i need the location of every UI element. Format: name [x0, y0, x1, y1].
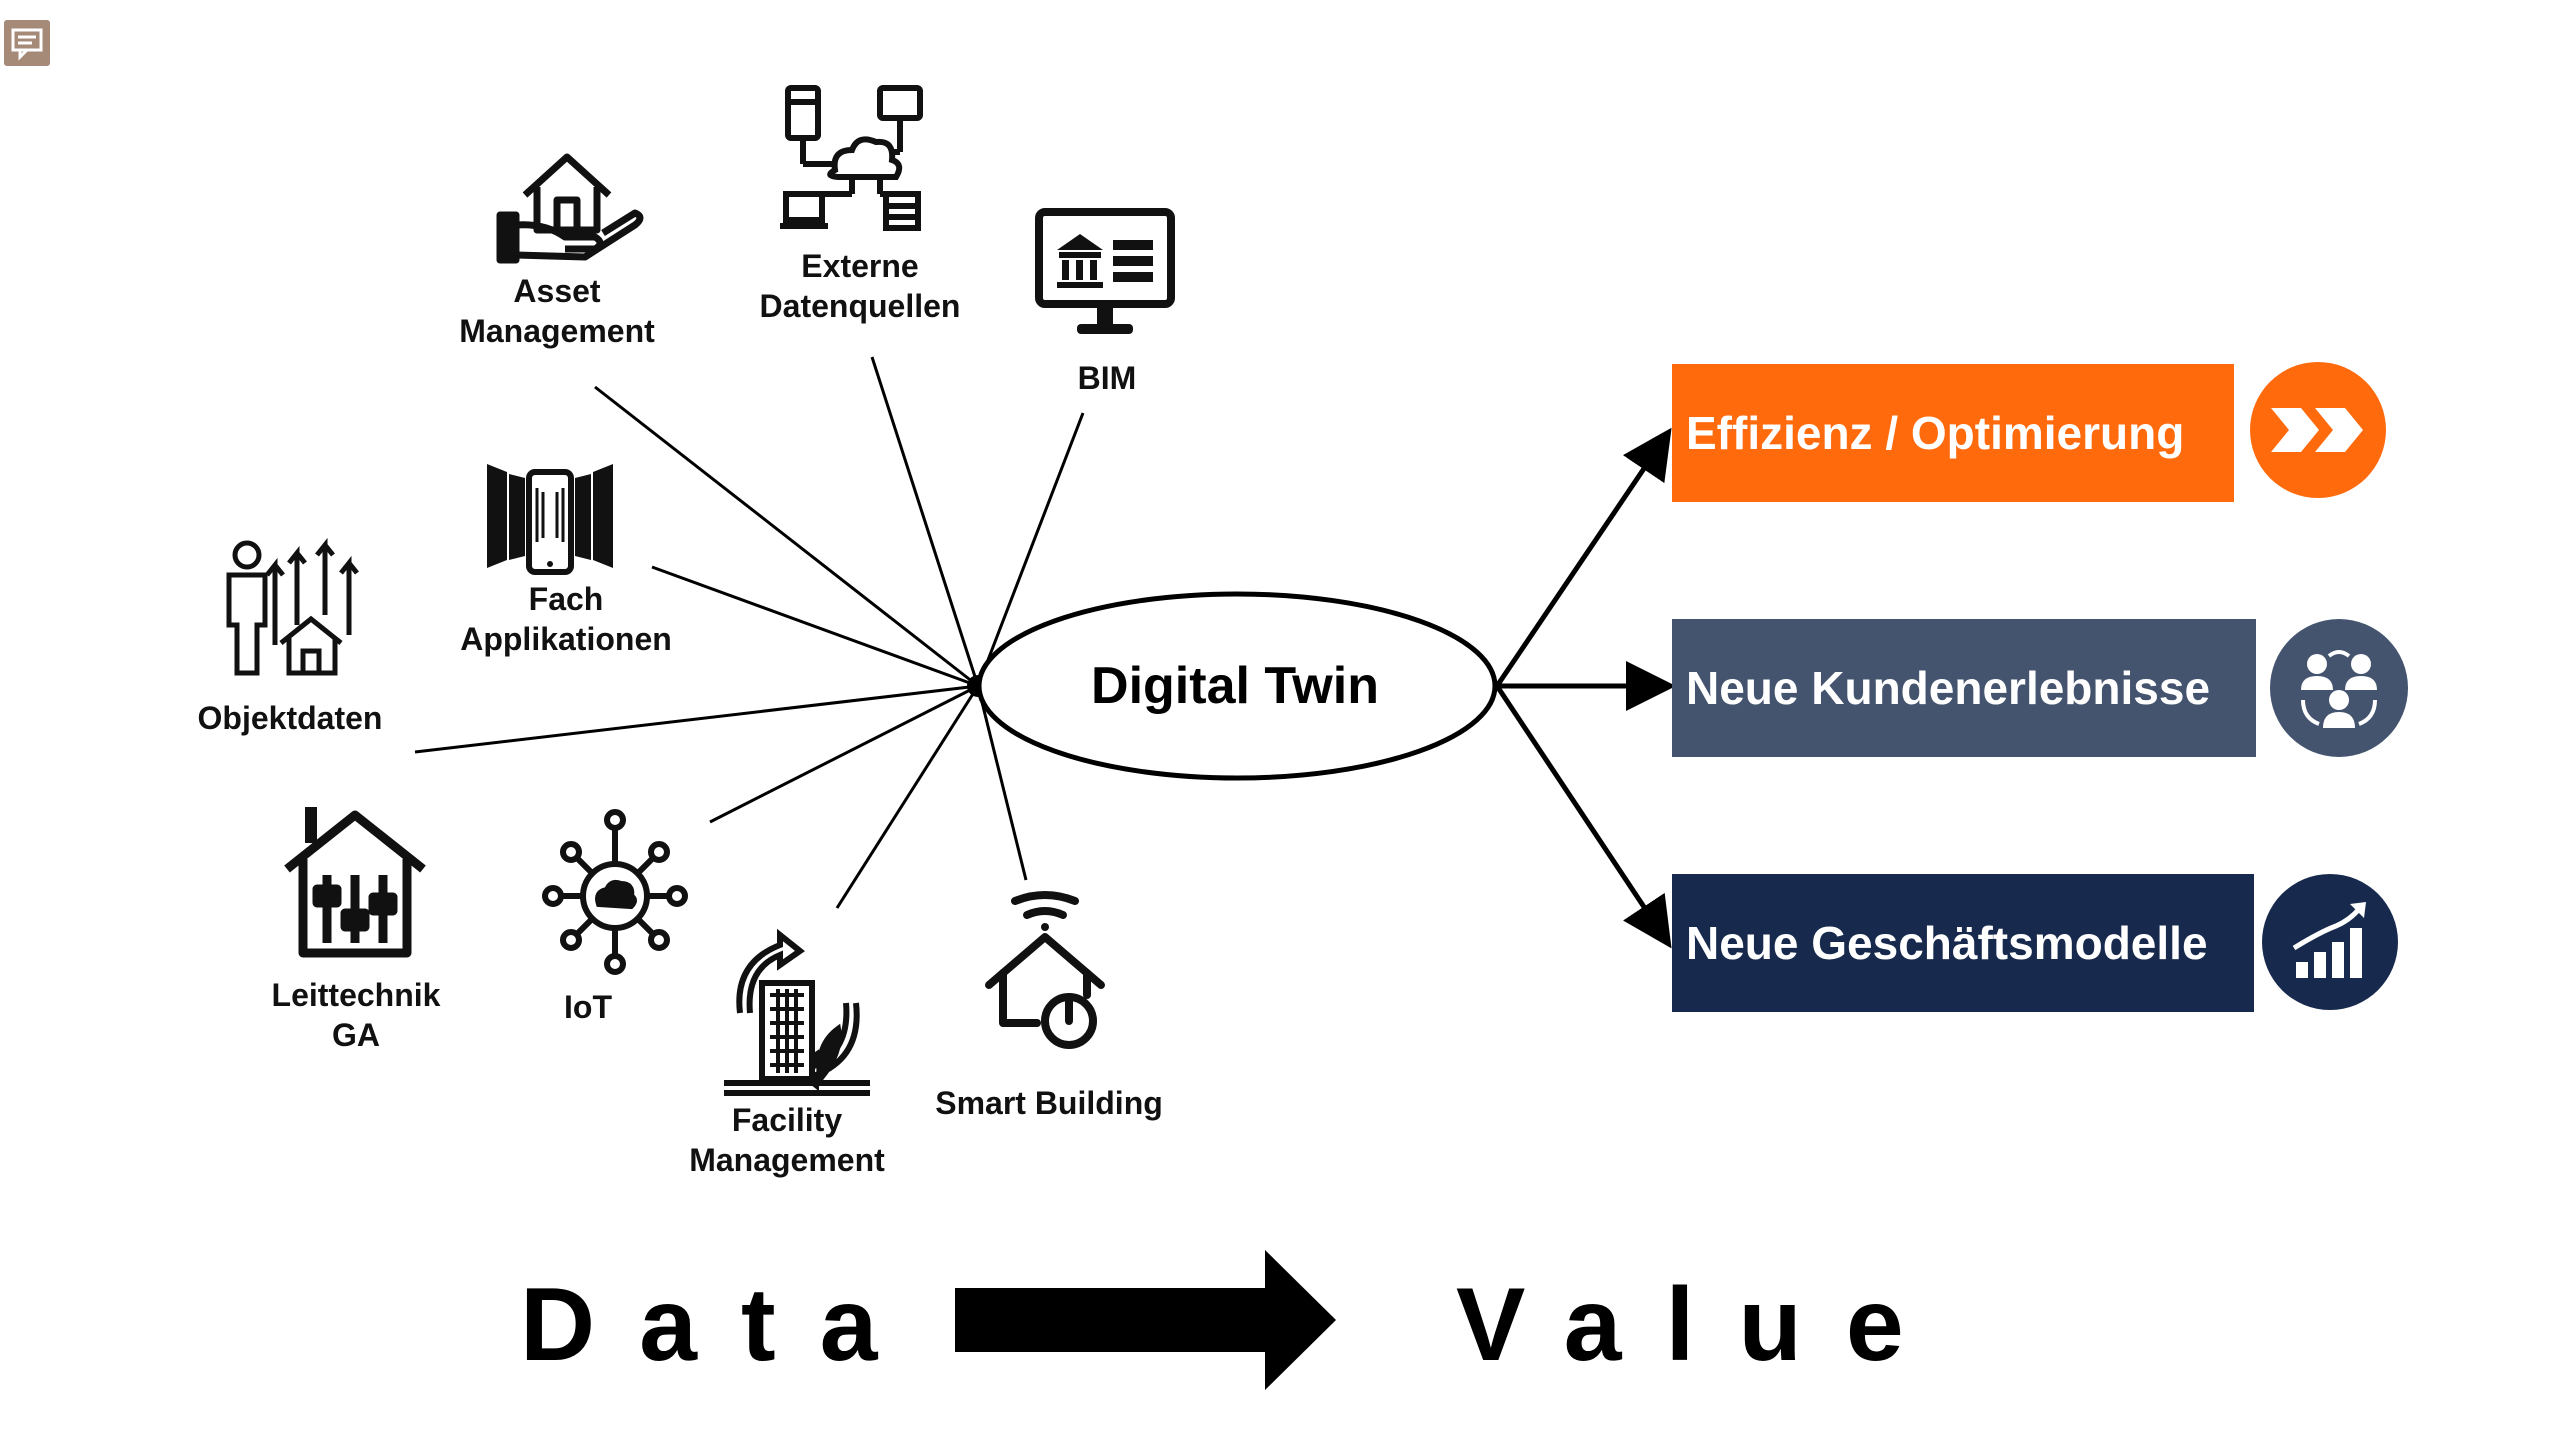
connector-fach-applikationen	[651, 565, 979, 688]
smart-building-icon	[985, 891, 1105, 1049]
smart-building-label: Smart Building	[935, 1085, 1163, 1121]
objektdaten-label: Objektdaten	[197, 700, 383, 736]
objektdaten-icon	[226, 537, 359, 676]
growth-chart-icon	[2262, 874, 2398, 1010]
connector-facility-management	[835, 685, 980, 909]
arrow-to-geschaeft	[1494, 684, 1672, 949]
kunden-box: Neue Kundenerlebnisse	[1672, 619, 2256, 757]
geschaeft-label: Neue Geschäftsmodelle	[1686, 917, 2208, 969]
asset-management-icon	[496, 153, 644, 264]
iot-label: IoT	[564, 989, 612, 1025]
kunden-label: Neue Kundenerlebnisse	[1686, 662, 2211, 714]
comment-icon[interactable]	[4, 20, 50, 66]
connector-asset-management	[594, 385, 979, 688]
bim-icon	[1035, 208, 1175, 334]
value-word: Value	[1456, 1267, 1948, 1383]
connector-objektdaten	[414, 684, 979, 754]
data-to-value-arrow	[955, 1250, 1336, 1390]
bim-label: BIM	[1077, 360, 1137, 396]
digital-twin-label: Digital Twin	[1091, 657, 1379, 715]
iot-icon	[542, 809, 688, 975]
connector-bim	[976, 412, 1085, 687]
connector-iot	[709, 684, 979, 824]
arrow-to-effizienz	[1494, 427, 1672, 688]
double-chevron-icon	[2250, 362, 2386, 498]
effizienz-label: Effizienz / Optimierung	[1686, 407, 2185, 459]
digital-twin-ellipse	[976, 591, 1498, 781]
facility-management-icon	[724, 928, 870, 1096]
connector-externe-datenquellen	[870, 356, 980, 687]
connector-smart-building	[976, 685, 1028, 881]
value-arrows	[1494, 427, 1676, 949]
fach-applikationen-icon	[487, 464, 613, 575]
source-connectors	[414, 356, 1085, 909]
externe-datenquellen-icon	[780, 85, 923, 231]
people-group-icon	[2270, 619, 2408, 757]
effizienz-box: Effizienz / Optimierung	[1672, 364, 2234, 502]
data-word: Data	[520, 1267, 922, 1383]
leittechnik-ga-icon	[284, 807, 426, 958]
geschaeft-box: Neue Geschäftsmodelle	[1672, 874, 2254, 1012]
